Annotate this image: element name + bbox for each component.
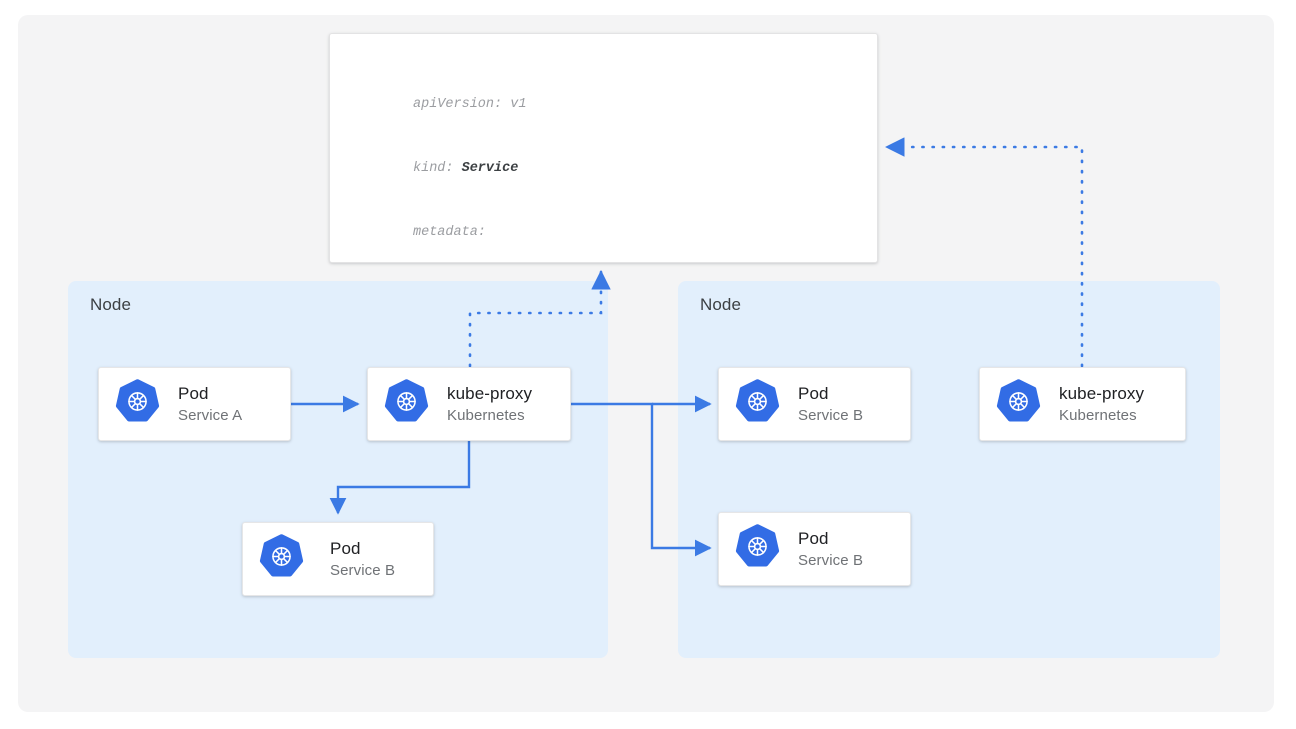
node-group-left: Node (68, 281, 608, 658)
card-text: Pod Service B (798, 528, 863, 571)
card-text: kube-proxy Kubernetes (447, 383, 532, 426)
card-kube-proxy-left[interactable]: kube-proxy Kubernetes (367, 367, 571, 441)
card-pod-service-b-bottom[interactable]: Pod Service B (718, 512, 911, 586)
card-subtitle: Service B (330, 561, 396, 579)
yaml-line-apiversion: apiVersion: v1 (413, 97, 527, 113)
card-subtitle: Service B (798, 551, 864, 569)
card-subtitle: Kubernetes (1059, 406, 1137, 424)
card-subtitle: Service B (798, 406, 864, 424)
node-label-right: Node (700, 295, 742, 314)
card-pod-service-a[interactable]: Pod Service A (98, 367, 291, 441)
card-text: Pod Service B (326, 538, 395, 581)
card-subtitle: Kubernetes (447, 406, 525, 424)
card-title: Pod (798, 528, 829, 548)
card-title: kube-proxy (447, 383, 533, 403)
node-group-right: Node (678, 281, 1220, 658)
card-pod-service-b-left[interactable]: Pod Service B (242, 522, 434, 596)
card-title: Pod (798, 383, 829, 403)
card-subtitle: Service A (178, 406, 243, 424)
card-text: Pod Service A (178, 383, 242, 426)
service-manifest-panel: apiVersion: v1 kind: Service metadata: n… (329, 33, 878, 263)
yaml-line-kind: kind: Service (413, 161, 519, 177)
kubernetes-logo-icon (384, 379, 429, 429)
kubernetes-logo-icon (735, 524, 780, 574)
service-manifest-text: apiVersion: v1 kind: Service metadata: n… (413, 52, 745, 262)
card-title: kube-proxy (1059, 383, 1145, 403)
card-text: Pod Service B (798, 383, 863, 426)
card-title: Pod (330, 538, 361, 558)
kubernetes-logo-icon (115, 379, 160, 429)
card-text: kube-proxy Kubernetes (1059, 383, 1144, 426)
card-pod-service-b-top[interactable]: Pod Service B (718, 367, 911, 441)
kubernetes-logo-icon (996, 379, 1041, 429)
yaml-value-kind: Service (461, 161, 519, 177)
kubernetes-logo-icon (735, 379, 780, 429)
card-kube-proxy-right[interactable]: kube-proxy Kubernetes (979, 367, 1186, 441)
node-label-left: Node (90, 295, 132, 314)
kubernetes-logo-icon (259, 534, 304, 584)
card-title: Pod (178, 383, 209, 403)
yaml-line-metadata: metadata: (413, 224, 486, 240)
